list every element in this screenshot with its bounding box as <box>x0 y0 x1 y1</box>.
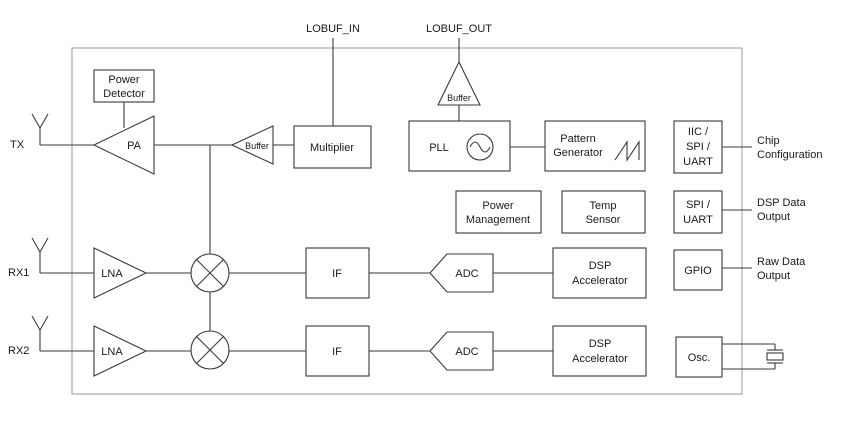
rx2-dsp-line2: Accelerator <box>572 353 628 365</box>
spi-uart-block <box>673 190 723 234</box>
pll-block <box>408 120 511 172</box>
power-detector-line2: Detector <box>103 88 145 100</box>
dsp-data-output-line1: DSP Data <box>757 197 807 209</box>
temp-sensor-line1: Temp <box>590 200 617 212</box>
lobuf-out-label: LOBUF_OUT <box>426 23 492 35</box>
iic-spi-uart-line1: IIC / <box>688 126 709 138</box>
dsp-data-output-line2: Output <box>757 211 790 223</box>
multiplier-label: Multiplier <box>310 142 354 154</box>
rx2-if-block <box>305 325 370 377</box>
sawtooth-icon <box>614 140 640 162</box>
rx2-dsp-accelerator-block <box>552 325 647 377</box>
rx2-lna-amplifier <box>93 325 148 377</box>
multiplier-block <box>293 125 372 169</box>
iic-spi-uart-line2: SPI / <box>686 141 711 153</box>
rx2-adc-label: ADC <box>455 346 478 358</box>
rx1-lna-label: LNA <box>101 268 123 280</box>
pattern-generator-block <box>544 120 646 172</box>
osc-block <box>675 336 723 378</box>
power-management-line2: Management <box>466 214 530 226</box>
osc-label: Osc. <box>688 352 711 364</box>
lobuf-in-label: LOBUF_IN <box>306 23 360 35</box>
power-detector-line1: Power <box>108 74 140 86</box>
pattern-generator-line1: Pattern <box>560 133 595 145</box>
rx1-dsp-accelerator-block <box>552 247 647 299</box>
tx-antenna-icon <box>31 113 49 145</box>
tx-buffer-label: Buffer <box>245 141 269 151</box>
rx2-if-label: IF <box>332 346 342 358</box>
rx1-adc-label: ADC <box>455 268 478 280</box>
raw-data-output-line2: Output <box>757 270 790 282</box>
pattern-generator-line2: Generator <box>553 147 603 159</box>
rx1-lna-amplifier <box>93 247 148 299</box>
rx2-dsp-line1: DSP <box>589 338 612 350</box>
chip-configuration-line2: Configuration <box>757 149 822 161</box>
rx1-label: RX1 <box>8 267 29 279</box>
rx1-dsp-line1: DSP <box>589 260 612 272</box>
tx-label: TX <box>10 139 25 151</box>
power-management-block <box>455 190 542 234</box>
pa-label: PA <box>127 140 142 152</box>
gpio-block <box>673 249 723 291</box>
rx2-label: RX2 <box>8 345 29 357</box>
rx1-if-block <box>305 247 370 299</box>
temp-sensor-block <box>561 190 646 234</box>
iic-spi-uart-line3: UART <box>683 156 713 168</box>
rx1-if-label: IF <box>332 268 342 280</box>
spi-uart-line2: UART <box>683 214 713 226</box>
crystal-icon <box>722 343 784 370</box>
raw-data-output-line1: Raw Data <box>757 256 806 268</box>
rx2-lna-label: LNA <box>101 346 123 358</box>
rx1-mixer-icon <box>190 253 230 293</box>
pll-label: PLL <box>429 142 449 154</box>
chip-configuration-line1: Chip <box>757 135 780 147</box>
rx2-antenna-icon <box>31 315 49 351</box>
gpio-label: GPIO <box>684 265 712 277</box>
lobuf-buffer-label: Buffer <box>447 93 471 103</box>
power-management-line1: Power <box>482 200 514 212</box>
oscillator-sine-icon <box>466 133 494 161</box>
spi-uart-line1: SPI / <box>686 199 711 211</box>
rx2-mixer-icon <box>190 330 230 370</box>
rx1-dsp-line2: Accelerator <box>572 275 628 287</box>
rx1-antenna-icon <box>31 237 49 273</box>
temp-sensor-line2: Sensor <box>586 214 621 226</box>
